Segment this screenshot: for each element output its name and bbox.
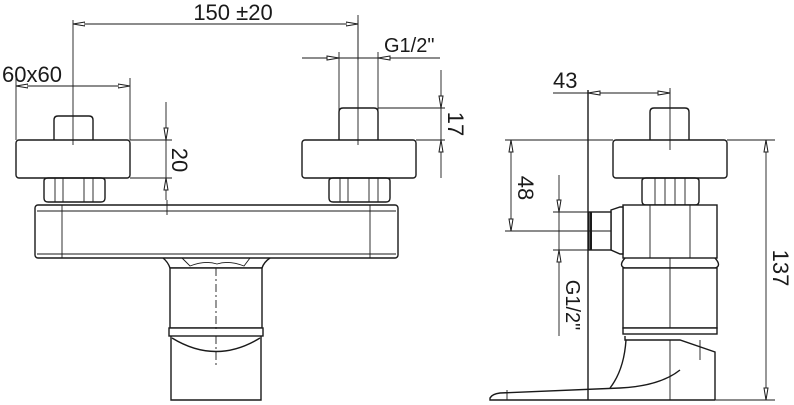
label-thread-length: 17: [443, 112, 468, 136]
label-outlet-thread: G1/2": [561, 280, 583, 330]
label-total-height: 137: [768, 250, 793, 287]
side-lever: [489, 336, 716, 401]
dimension-escutcheon-thickness: 20: [130, 102, 192, 200]
label-wall-to-outlet: 43: [553, 68, 577, 93]
mixer-lever: [162, 257, 271, 401]
dimension-outlet-height: 48: [505, 139, 613, 232]
dimension-thread-size: G1/2": [302, 35, 440, 110]
left-escutcheon: [15, 60, 131, 203]
dimension-outlet-thread: G1/2": [553, 175, 589, 336]
label-thread-size: G1/2": [384, 35, 434, 57]
dimension-thread-length: 17: [378, 70, 468, 178]
side-body: [588, 204, 720, 335]
dimension-center-distance: 150 ±20: [72, 0, 359, 60]
label-escutcheon-thickness: 20: [167, 148, 192, 172]
label-outlet-height: 48: [513, 176, 538, 200]
dimension-escutcheon-size: 60x60: [2, 62, 131, 140]
mixer-body: [34, 200, 399, 259]
label-center-distance: 150 ±20: [193, 0, 272, 25]
dimension-wall-to-outlet: 43: [553, 68, 671, 100]
right-escutcheon: [301, 20, 417, 203]
dimension-total-height: 137: [715, 139, 793, 401]
side-view: 43 48 G1/2" 137: [489, 68, 793, 401]
label-escutcheon-size: 60x60: [2, 62, 62, 87]
side-escutcheon: [612, 90, 728, 206]
front-view: 150 ±20 60x60 G1/2" 20: [2, 0, 468, 401]
